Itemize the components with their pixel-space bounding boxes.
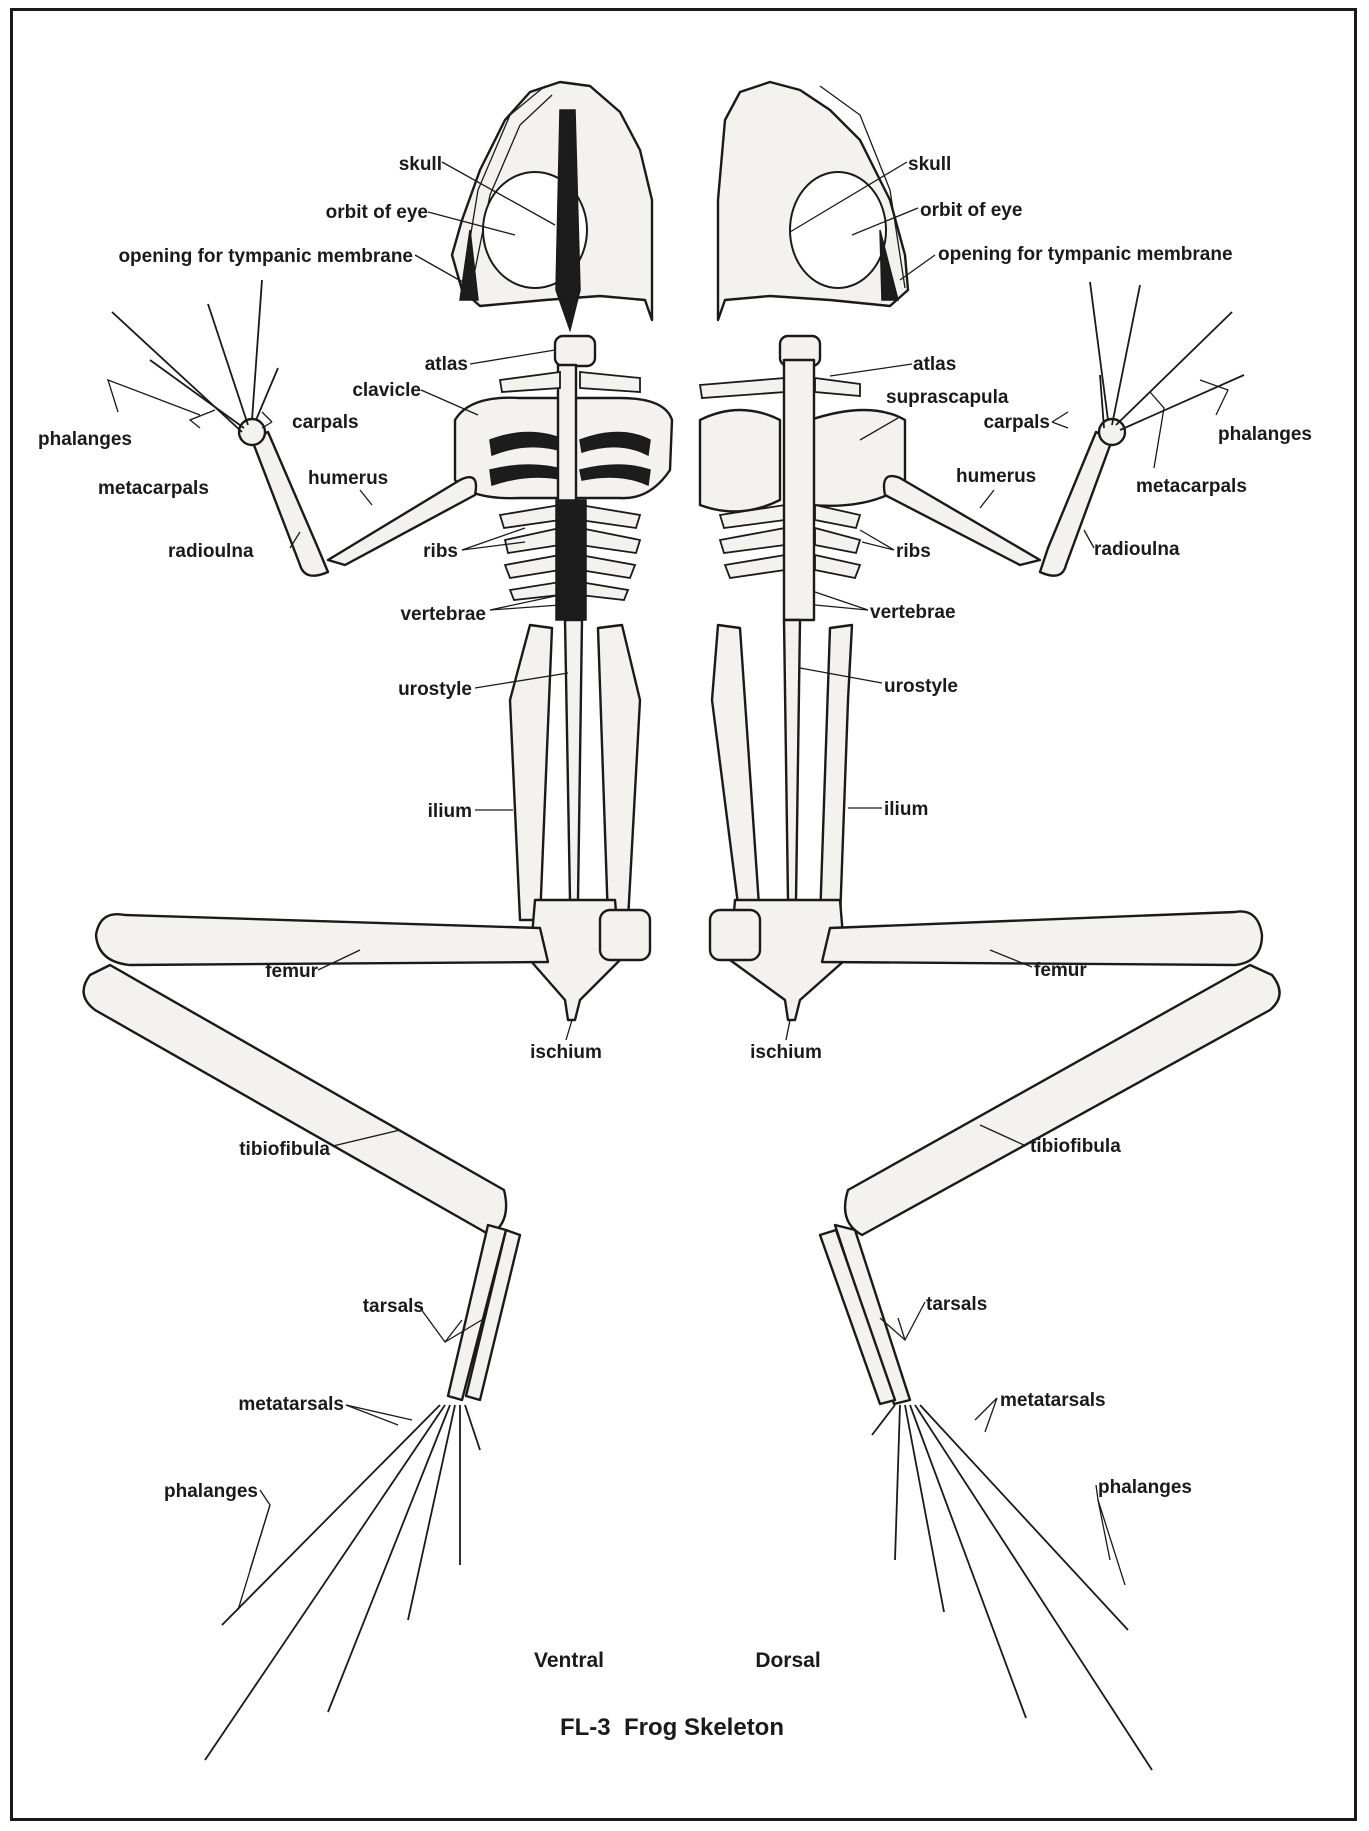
label-ventral-ribs: ribs [423,541,458,562]
label-ventral-humerus: humerus [308,468,388,489]
label-dorsal-atlas: atlas [913,354,956,375]
label-ventral-ilium: ilium [428,801,472,822]
label-ventral-urostyle: urostyle [398,679,472,700]
label-ventral-carpals: carpals [292,412,359,433]
label-dorsal-carpals: carpals [983,412,1050,433]
dorsal-ilium-left [712,625,760,920]
ventral-skeleton [84,82,672,1760]
label-ventral-phalanges-foot: phalanges [164,1481,258,1502]
label-ventral-clavicle: clavicle [352,380,421,401]
label-ventral-ischium: ischium [530,1042,602,1063]
label-ventral-metatarsals: metatarsals [238,1394,344,1415]
ventral-radioulna-shape [252,432,328,576]
dorsal-hand-digits [1090,282,1244,430]
label-dorsal-ilium: ilium [884,799,928,820]
label-dorsal-urostyle: urostyle [884,676,958,697]
label-ventral-tympanic: opening for tympanic membrane [118,246,413,267]
view-title-dorsal: Dorsal [755,1649,820,1672]
label-dorsal-tarsals: tarsals [926,1294,987,1315]
label-dorsal-metacarpals: metacarpals [1136,476,1247,497]
ventral-ilium-right [598,625,640,920]
figure-caption: FL-3 Frog Skeleton [560,1714,784,1741]
label-dorsal-phalanges-hand: phalanges [1218,424,1312,445]
dorsal-suprascapula-left [700,410,780,511]
dorsal-foot-digits [872,1405,1152,1770]
label-ventral-vertebrae: vertebrae [400,604,486,625]
label-dorsal-ischium: ischium [750,1042,822,1063]
label-dorsal-vertebrae: vertebrae [870,602,956,623]
label-dorsal-tympanic: opening for tympanic membrane [938,244,1233,265]
ventral-urostyle-shape [565,620,582,900]
ventral-hand-digits [112,280,278,432]
dorsal-ilium-right [820,625,852,920]
label-dorsal-ribs: ribs [896,541,931,562]
ventral-vertebrae-shape [556,500,586,620]
label-ventral-femur: femur [265,961,318,982]
dorsal-femur-shape [822,911,1262,965]
ventral-ilium-left [510,625,552,920]
label-dorsal-radioulna: radioulna [1094,539,1180,560]
label-ventral-phalanges-hand: phalanges [38,429,132,450]
ventral-tibiofibula-shape [84,965,507,1235]
label-ventral-atlas: atlas [425,354,468,375]
label-dorsal-femur: femur [1034,960,1087,981]
label-ventral-radioulna: radioulna [168,541,254,562]
label-ventral-skull: skull [399,154,442,175]
view-title-ventral: Ventral [534,1649,604,1672]
dorsal-orbit-shape [790,172,886,288]
dorsal-urostyle-shape [784,620,800,900]
label-dorsal-humerus: humerus [956,466,1036,487]
label-dorsal-suprascapula: suprascapula [886,387,1009,408]
label-dorsal-metatarsals: metatarsals [1000,1390,1106,1411]
label-dorsal-phalanges-foot: phalanges [1098,1477,1192,1498]
label-dorsal-tibiofibula: tibiofibula [1030,1136,1121,1157]
label-ventral-tarsals: tarsals [363,1296,424,1317]
label-dorsal-skull: skull [908,154,951,175]
label-ventral-tibiofibula: tibiofibula [239,1139,330,1160]
label-dorsal-orbit: orbit of eye [920,200,1022,221]
ventral-femur-shape [96,914,548,965]
dorsal-tibiofibula-shape [845,965,1279,1235]
ventral-atlas-shape [555,336,595,366]
label-ventral-orbit: orbit of eye [326,202,428,223]
label-ventral-metacarpals: metacarpals [98,478,209,499]
dorsal-skeleton [700,82,1280,1770]
dorsal-vertebrae-shape [784,360,814,620]
